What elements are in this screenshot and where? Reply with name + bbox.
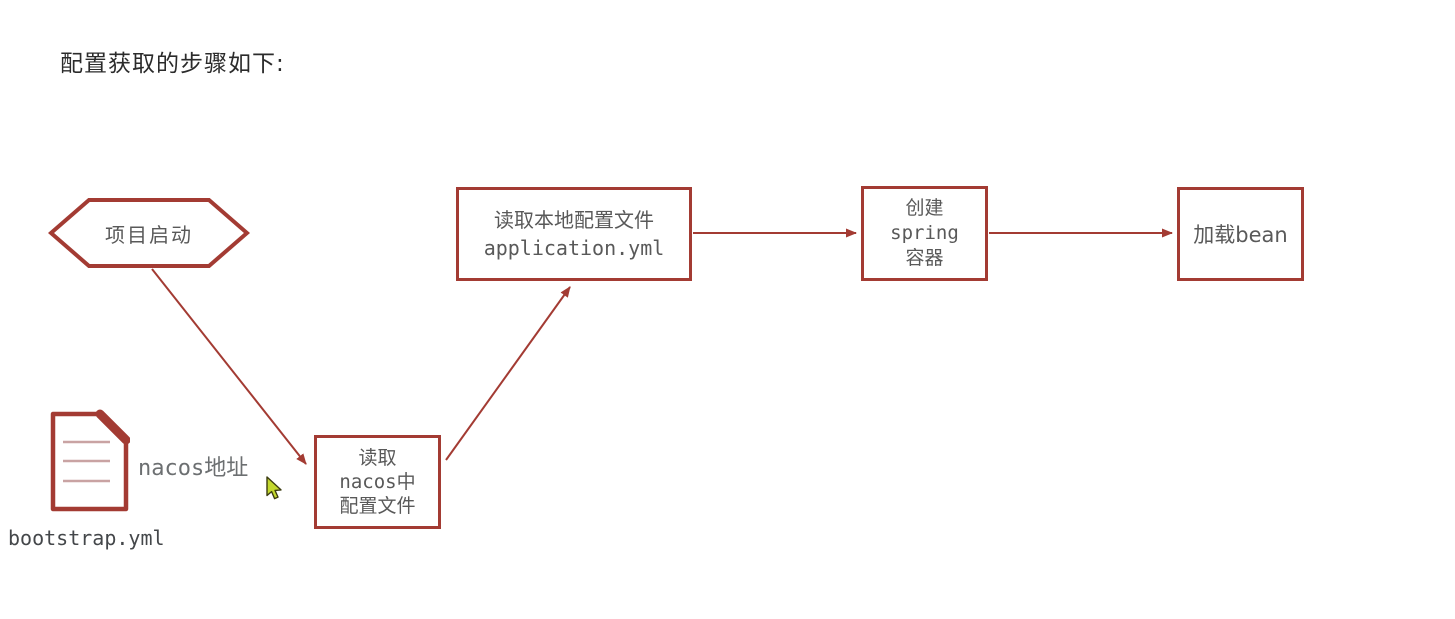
node-line: 容器	[905, 247, 944, 269]
node-line: 配置文件	[339, 495, 416, 517]
arrow-start-to-nacos	[151, 268, 307, 465]
document-icon	[48, 409, 131, 513]
node-create-spring-container: 创建 spring 容器	[861, 186, 988, 281]
node-line: 读取本地配置文件	[494, 208, 654, 232]
page-title: 配置获取的步骤如下:	[60, 51, 285, 77]
node-line: nacos中	[339, 471, 416, 493]
node-line: 读取	[358, 447, 397, 469]
hexagon-shape	[47, 198, 251, 268]
node-line: application.yml	[483, 236, 665, 260]
node-line: spring	[890, 222, 959, 244]
bootstrap-filename-label: bootstrap.yml	[8, 526, 165, 550]
node-line: 加载bean	[1193, 223, 1288, 247]
nacos-address-label: nacos地址	[138, 456, 249, 481]
node-line: 创建	[905, 197, 944, 219]
node-load-bean: 加载bean	[1177, 187, 1304, 281]
arrow-nacos-to-local	[445, 286, 571, 461]
node-read-local-config: 读取本地配置文件 application.yml	[456, 187, 692, 281]
node-project-start-label: 项目启动	[105, 222, 193, 247]
cursor-pointer-icon	[265, 476, 285, 502]
node-project-start: 项目启动	[47, 196, 251, 270]
node-read-nacos-config: 读取 nacos中 配置文件	[314, 435, 441, 529]
